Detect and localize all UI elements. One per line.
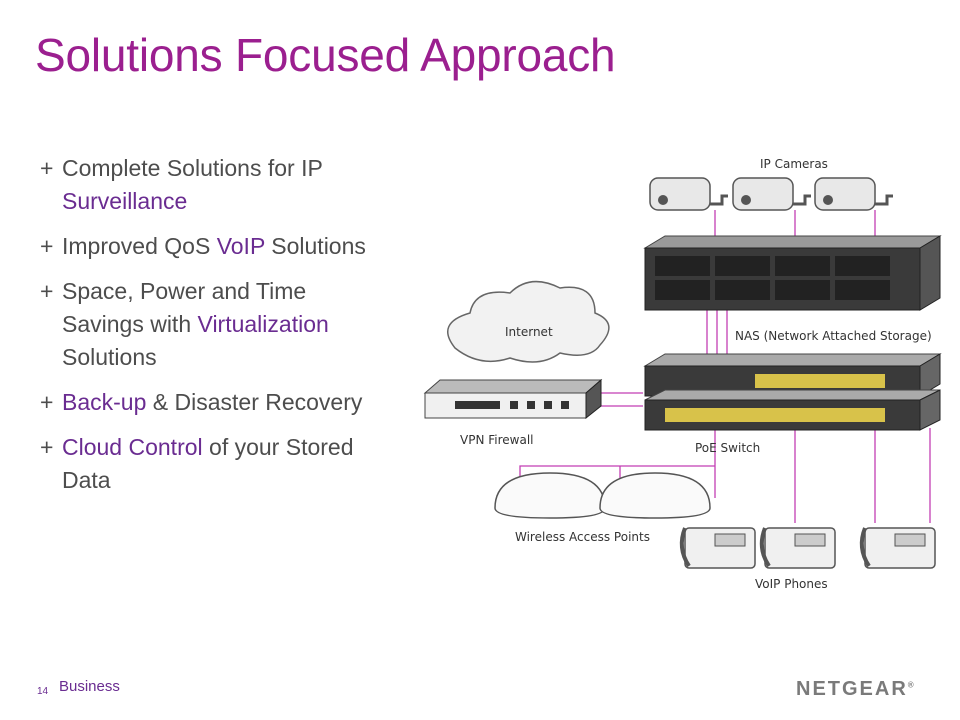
internet-cloud-icon bbox=[446, 280, 610, 363]
bullet-text: of your Stored Data bbox=[62, 434, 354, 493]
page-number: 14 bbox=[37, 686, 49, 697]
label-poe-switch: PoE Switch bbox=[695, 441, 760, 455]
label-voip-phones: VoIP Phones bbox=[755, 577, 828, 591]
bullet-text: Improved QoS bbox=[62, 233, 217, 259]
bullet-highlight: Surveillance bbox=[62, 188, 188, 214]
poe-switch bbox=[643, 353, 942, 431]
bullet-text: Solutions bbox=[62, 344, 157, 370]
bullet-list: +Complete Solutions for IP Surveillance+… bbox=[40, 152, 370, 509]
bullet-marker: + bbox=[40, 155, 54, 181]
bullet-marker: + bbox=[40, 389, 54, 415]
label-wireless-aps: Wireless Access Points bbox=[515, 530, 650, 544]
bullet-item: + Improved QoS VoIP Solutions bbox=[40, 230, 370, 263]
voip-phone-1 bbox=[679, 527, 756, 569]
bullet-text: Solutions bbox=[264, 233, 366, 259]
netgear-logo: NETGEAR® bbox=[796, 678, 914, 700]
bullet-item: + Complete Solutions for IP Surveillance bbox=[40, 152, 370, 218]
network-diagram: IP Cameras NAS (Network Attached Storage… bbox=[423, 157, 942, 591]
ip-camera-3 bbox=[814, 177, 893, 211]
wireless-access-point-2 bbox=[599, 472, 711, 519]
bullet-text: Space, Power and Time Savings with bbox=[62, 278, 307, 337]
label-vpn-firewall: VPN Firewall bbox=[460, 433, 534, 447]
bullet-highlight: Cloud Control bbox=[62, 434, 203, 460]
ip-camera-2 bbox=[732, 177, 811, 211]
bullet-highlight: VoIP bbox=[216, 233, 265, 259]
voip-phone-3 bbox=[859, 527, 936, 569]
bullet-item: + Cloud Control of your Stored Data bbox=[40, 431, 370, 497]
bullet-marker: + bbox=[40, 278, 54, 304]
slide-title: Solutions Focused Approach bbox=[35, 29, 616, 81]
nas-device bbox=[643, 235, 942, 311]
label-ip-cameras: IP Cameras bbox=[760, 157, 828, 171]
voip-phone-2 bbox=[759, 527, 836, 569]
bullet-highlight: Back-up bbox=[62, 389, 147, 415]
bullet-marker: + bbox=[40, 434, 54, 460]
label-internet: Internet bbox=[505, 325, 553, 339]
ip-camera-1 bbox=[649, 177, 728, 211]
bullet-highlight: Virtualization bbox=[197, 311, 329, 337]
bullet-marker: + bbox=[40, 233, 54, 259]
vpn-firewall bbox=[423, 378, 603, 420]
label-nas: NAS (Network Attached Storage) bbox=[735, 329, 932, 343]
bullet-text: Complete Solutions for IP bbox=[62, 155, 323, 181]
wireless-access-point-1 bbox=[494, 472, 606, 519]
bullet-item: + Back-up & Disaster Recovery bbox=[40, 386, 370, 419]
footer-label: Business bbox=[59, 678, 120, 695]
bullet-text: & Disaster Recovery bbox=[146, 389, 363, 415]
bullet-item: + Space, Power and Time Savings with Virt… bbox=[40, 275, 370, 374]
